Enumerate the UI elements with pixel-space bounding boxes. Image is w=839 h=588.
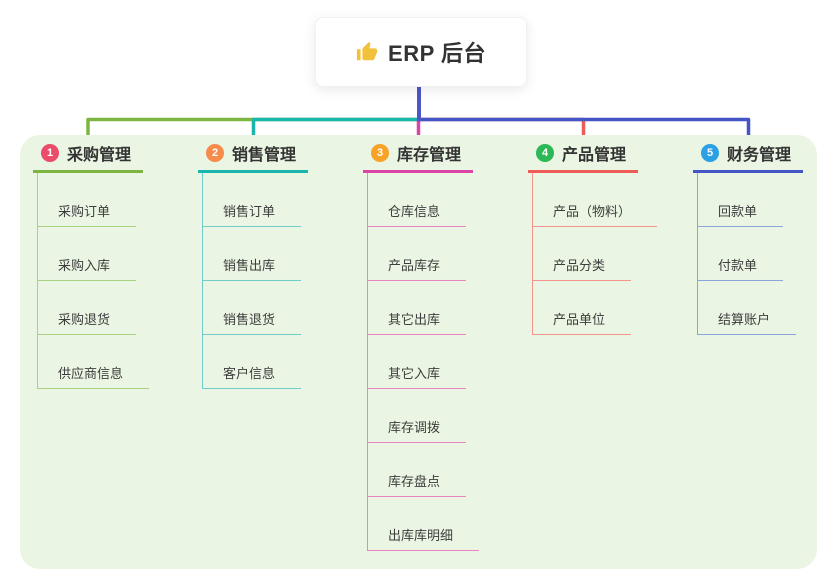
- mindmap-node[interactable]: 回款单: [698, 173, 784, 227]
- branches-panel: 1 采购管理 采购订单采购入库采购退货供应商信息 2 销售管理 销售订单销售出库…: [20, 135, 817, 569]
- branch-销售管理: 2 销售管理 销售订单销售出库销售退货客户信息: [198, 135, 308, 389]
- branch-采购管理: 1 采购管理 采购订单采购入库采购退货供应商信息: [33, 135, 150, 389]
- node-label: 结算账户: [718, 312, 771, 327]
- branch-header[interactable]: 4 产品管理: [528, 135, 638, 173]
- node-label: 采购订单: [58, 204, 111, 219]
- node-label: 销售退货: [223, 312, 276, 327]
- branch-title: 销售管理: [232, 146, 297, 164]
- branch-产品管理: 4 产品管理 产品（物料） 产品分类产品单位: [528, 135, 658, 335]
- mindmap-node[interactable]: 销售订单: [203, 173, 302, 227]
- branch-children: 产品（物料） 产品分类产品单位: [532, 173, 658, 335]
- mindmap-node[interactable]: 客户信息: [203, 335, 302, 389]
- mindmap-node[interactable]: 库存调拨: [368, 389, 467, 443]
- branch-库存管理: 3 库存管理 仓库信息产品库存其它出库其它入库库存调拨库存盘点出库库明细: [363, 135, 480, 551]
- node-label: 产品库存: [388, 258, 441, 273]
- branch-number-badge: 3: [371, 143, 389, 162]
- mindmap-node[interactable]: 出库库明细: [368, 497, 480, 551]
- mindmap-node[interactable]: 采购订单: [38, 173, 137, 227]
- branch-header[interactable]: 3 库存管理: [363, 135, 473, 173]
- mindmap-node[interactable]: 库存盘点: [368, 443, 467, 497]
- mindmap-node[interactable]: 产品分类: [533, 227, 632, 281]
- mindmap-node[interactable]: 产品库存: [368, 227, 467, 281]
- node-label: 仓库信息: [388, 204, 441, 219]
- node-label: 产品分类: [553, 258, 606, 273]
- node-label: 付款单: [718, 258, 758, 273]
- mindmap-node[interactable]: 付款单: [698, 227, 784, 281]
- root-node[interactable]: ERP 后台: [315, 17, 527, 87]
- mindmap-node[interactable]: 供应商信息: [38, 335, 150, 389]
- thumbs-up-icon: [356, 41, 378, 63]
- mindmap-node[interactable]: 采购入库: [38, 227, 137, 281]
- mindmap-node[interactable]: 其它入库: [368, 335, 467, 389]
- branch-title: 采购管理: [67, 146, 132, 164]
- branch-children: 销售订单销售出库销售退货客户信息: [202, 173, 302, 389]
- mindmap-node[interactable]: 采购退货: [38, 281, 137, 335]
- branch-number-badge: 1: [41, 143, 59, 162]
- branch-title: 财务管理: [727, 146, 792, 164]
- node-label: 采购入库: [58, 258, 111, 273]
- node-label: 采购退货: [58, 312, 111, 327]
- branch-title: 产品管理: [562, 146, 627, 164]
- branch-number-badge: 4: [536, 143, 554, 162]
- node-label: 库存盘点: [388, 474, 441, 489]
- node-label: 回款单: [718, 204, 758, 219]
- mindmap-node[interactable]: 销售出库: [203, 227, 302, 281]
- branch-children: 采购订单采购入库采购退货供应商信息: [37, 173, 150, 389]
- mindmap-node[interactable]: 结算账户: [698, 281, 797, 335]
- node-label: 产品单位: [553, 312, 606, 327]
- mindmap-node[interactable]: 其它出库: [368, 281, 467, 335]
- node-label: 销售订单: [223, 204, 276, 219]
- branch-number-badge: 5: [701, 143, 719, 162]
- mindmap-node[interactable]: 产品单位: [533, 281, 632, 335]
- node-label: 产品（物料）: [553, 204, 632, 219]
- branch-header[interactable]: 5 财务管理: [693, 135, 803, 173]
- mindmap-node[interactable]: 销售退货: [203, 281, 302, 335]
- branch-header[interactable]: 2 销售管理: [198, 135, 308, 173]
- branch-财务管理: 5 财务管理 回款单付款单结算账户: [693, 135, 803, 335]
- branch-children: 回款单付款单结算账户: [697, 173, 797, 335]
- node-label: 其它入库: [388, 366, 441, 381]
- node-label: 其它出库: [388, 312, 441, 327]
- node-label: 客户信息: [223, 366, 276, 381]
- branch-header[interactable]: 1 采购管理: [33, 135, 143, 173]
- node-label: 销售出库: [223, 258, 276, 273]
- root-node-label: ERP 后台: [388, 41, 486, 66]
- branch-children: 仓库信息产品库存其它出库其它入库库存调拨库存盘点出库库明细: [367, 173, 480, 551]
- node-label: 库存调拨: [388, 420, 441, 435]
- branch-number-badge: 2: [206, 143, 224, 162]
- mindmap-node[interactable]: 产品（物料）: [533, 173, 658, 227]
- branch-title: 库存管理: [397, 146, 462, 164]
- node-label: 供应商信息: [58, 366, 124, 381]
- node-label: 出库库明细: [388, 528, 454, 543]
- mindmap-node[interactable]: 仓库信息: [368, 173, 467, 227]
